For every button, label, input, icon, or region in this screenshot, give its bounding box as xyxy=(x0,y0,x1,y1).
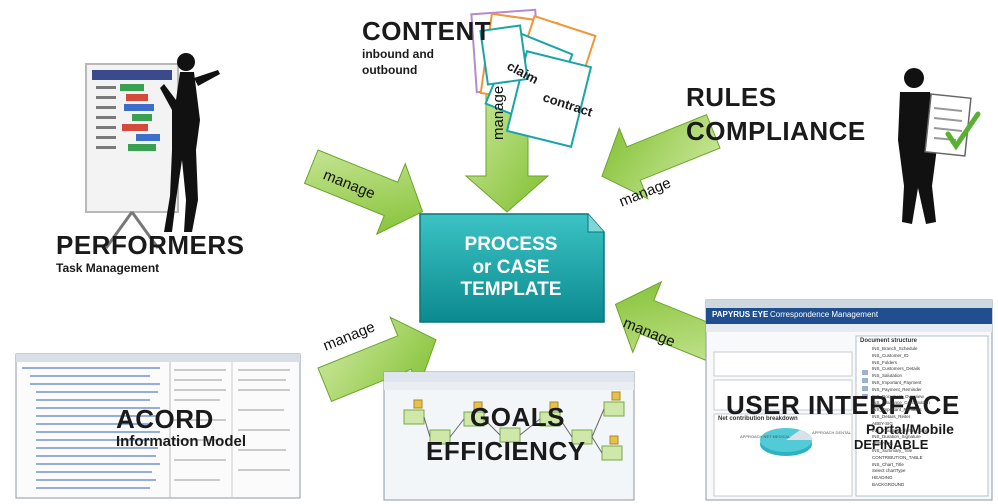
content-subtitle-1: inbound and xyxy=(362,47,434,61)
ui-tree-item[interactable]: INS_Salutation xyxy=(872,373,903,379)
ui-tree-item[interactable]: ABBY-SIG xyxy=(872,420,893,426)
content-documents-illustration xyxy=(470,8,597,148)
acord-subtitle: Information Model xyxy=(116,433,246,450)
ui-tree-item[interactable]: INS_Customer_ID xyxy=(872,352,909,358)
content-subtitle-2: outbound xyxy=(362,63,418,77)
ui-tree-item[interactable]: Select chartType xyxy=(872,468,906,474)
performers-title: PERFORMERS xyxy=(56,230,245,260)
ui-tree-item[interactable]: HEADING xyxy=(872,475,893,481)
goals-title: GOALS xyxy=(470,402,565,432)
rules-title-2: COMPLIANCE xyxy=(686,116,866,146)
ui-tree-item[interactable]: INS_Summary_Title xyxy=(872,447,913,453)
center-template-label: PROCESS or CASE TEMPLATE xyxy=(418,216,604,320)
ui-subtitle-2: DEFINABLE xyxy=(854,437,929,452)
ui-tree-item[interactable]: INS_Folders xyxy=(872,359,898,365)
efficiency-title: EFFICIENCY xyxy=(426,436,586,466)
arrow-right-top xyxy=(601,113,721,200)
ui-tree-item[interactable]: INS_Customers_Details xyxy=(872,366,921,372)
rules-title-1: RULES xyxy=(686,82,777,112)
center-line-2: or CASE xyxy=(472,256,550,278)
content-title: CONTENT xyxy=(362,16,492,46)
center-line-3: TEMPLATE xyxy=(460,279,562,301)
ui-tree-item[interactable]: INS_Duration_Signature xyxy=(872,434,921,440)
ui-legend-1: APPROACH NET MEDICAL xyxy=(740,434,791,439)
ui-tree-item[interactable]: BACKGROUND xyxy=(872,481,905,487)
businessman-illustration xyxy=(898,68,981,224)
ui-tree-item[interactable]: INS_Insurance_Confirmation xyxy=(872,400,930,406)
ui-tree-item[interactable]: INS_Details_Reiter xyxy=(872,413,911,419)
ui-tree-item[interactable]: ABBY-SIG xyxy=(872,441,893,447)
acord-screenshot xyxy=(15,353,301,499)
ui-tree-item[interactable]: INS_Insurance_further_plan xyxy=(872,427,929,433)
ui-tree-item[interactable]: INS_Document_Overview xyxy=(872,393,924,399)
presenter-illustration xyxy=(85,53,220,249)
ui-tree-item[interactable]: INS_Chart_Title xyxy=(872,461,904,467)
process-editor-screenshot xyxy=(383,371,635,501)
ui-header: Correspondence Management xyxy=(770,310,879,319)
acord-title: ACORD xyxy=(116,404,214,434)
ui-screenshot xyxy=(705,299,993,501)
ui-tree-item[interactable]: INS_Branch_Schedule xyxy=(872,346,918,351)
ui-tree-item[interactable]: INS_Important_Remarks xyxy=(872,407,922,413)
user-interface-title: USER INTERFACE xyxy=(726,390,960,420)
arrow-left-top xyxy=(303,149,424,236)
ui-legend-2: APPROACH DENTAL xyxy=(812,430,852,435)
arrow-top-label: manage xyxy=(490,85,507,140)
arrow-left-bottom xyxy=(317,316,437,403)
ui-subtitle-1: Portal/Mobile xyxy=(866,421,954,437)
ui-panel-title: Document structure xyxy=(860,338,918,344)
ui-chart-title: Net contribution breakdown xyxy=(718,416,798,422)
ui-tree-item[interactable]: INS_Important_Payment xyxy=(872,379,922,385)
performers-subtitle: Task Management xyxy=(56,261,160,275)
ui-tree-item[interactable]: INS_Payment_Reminder xyxy=(872,386,922,392)
ui-brand: PAPYRUS EYE xyxy=(712,310,769,319)
center-template-box xyxy=(419,213,605,323)
ui-tree-item[interactable]: CONTRIBUTION_TABLE xyxy=(872,454,923,460)
center-line-1: PROCESS xyxy=(464,233,558,255)
